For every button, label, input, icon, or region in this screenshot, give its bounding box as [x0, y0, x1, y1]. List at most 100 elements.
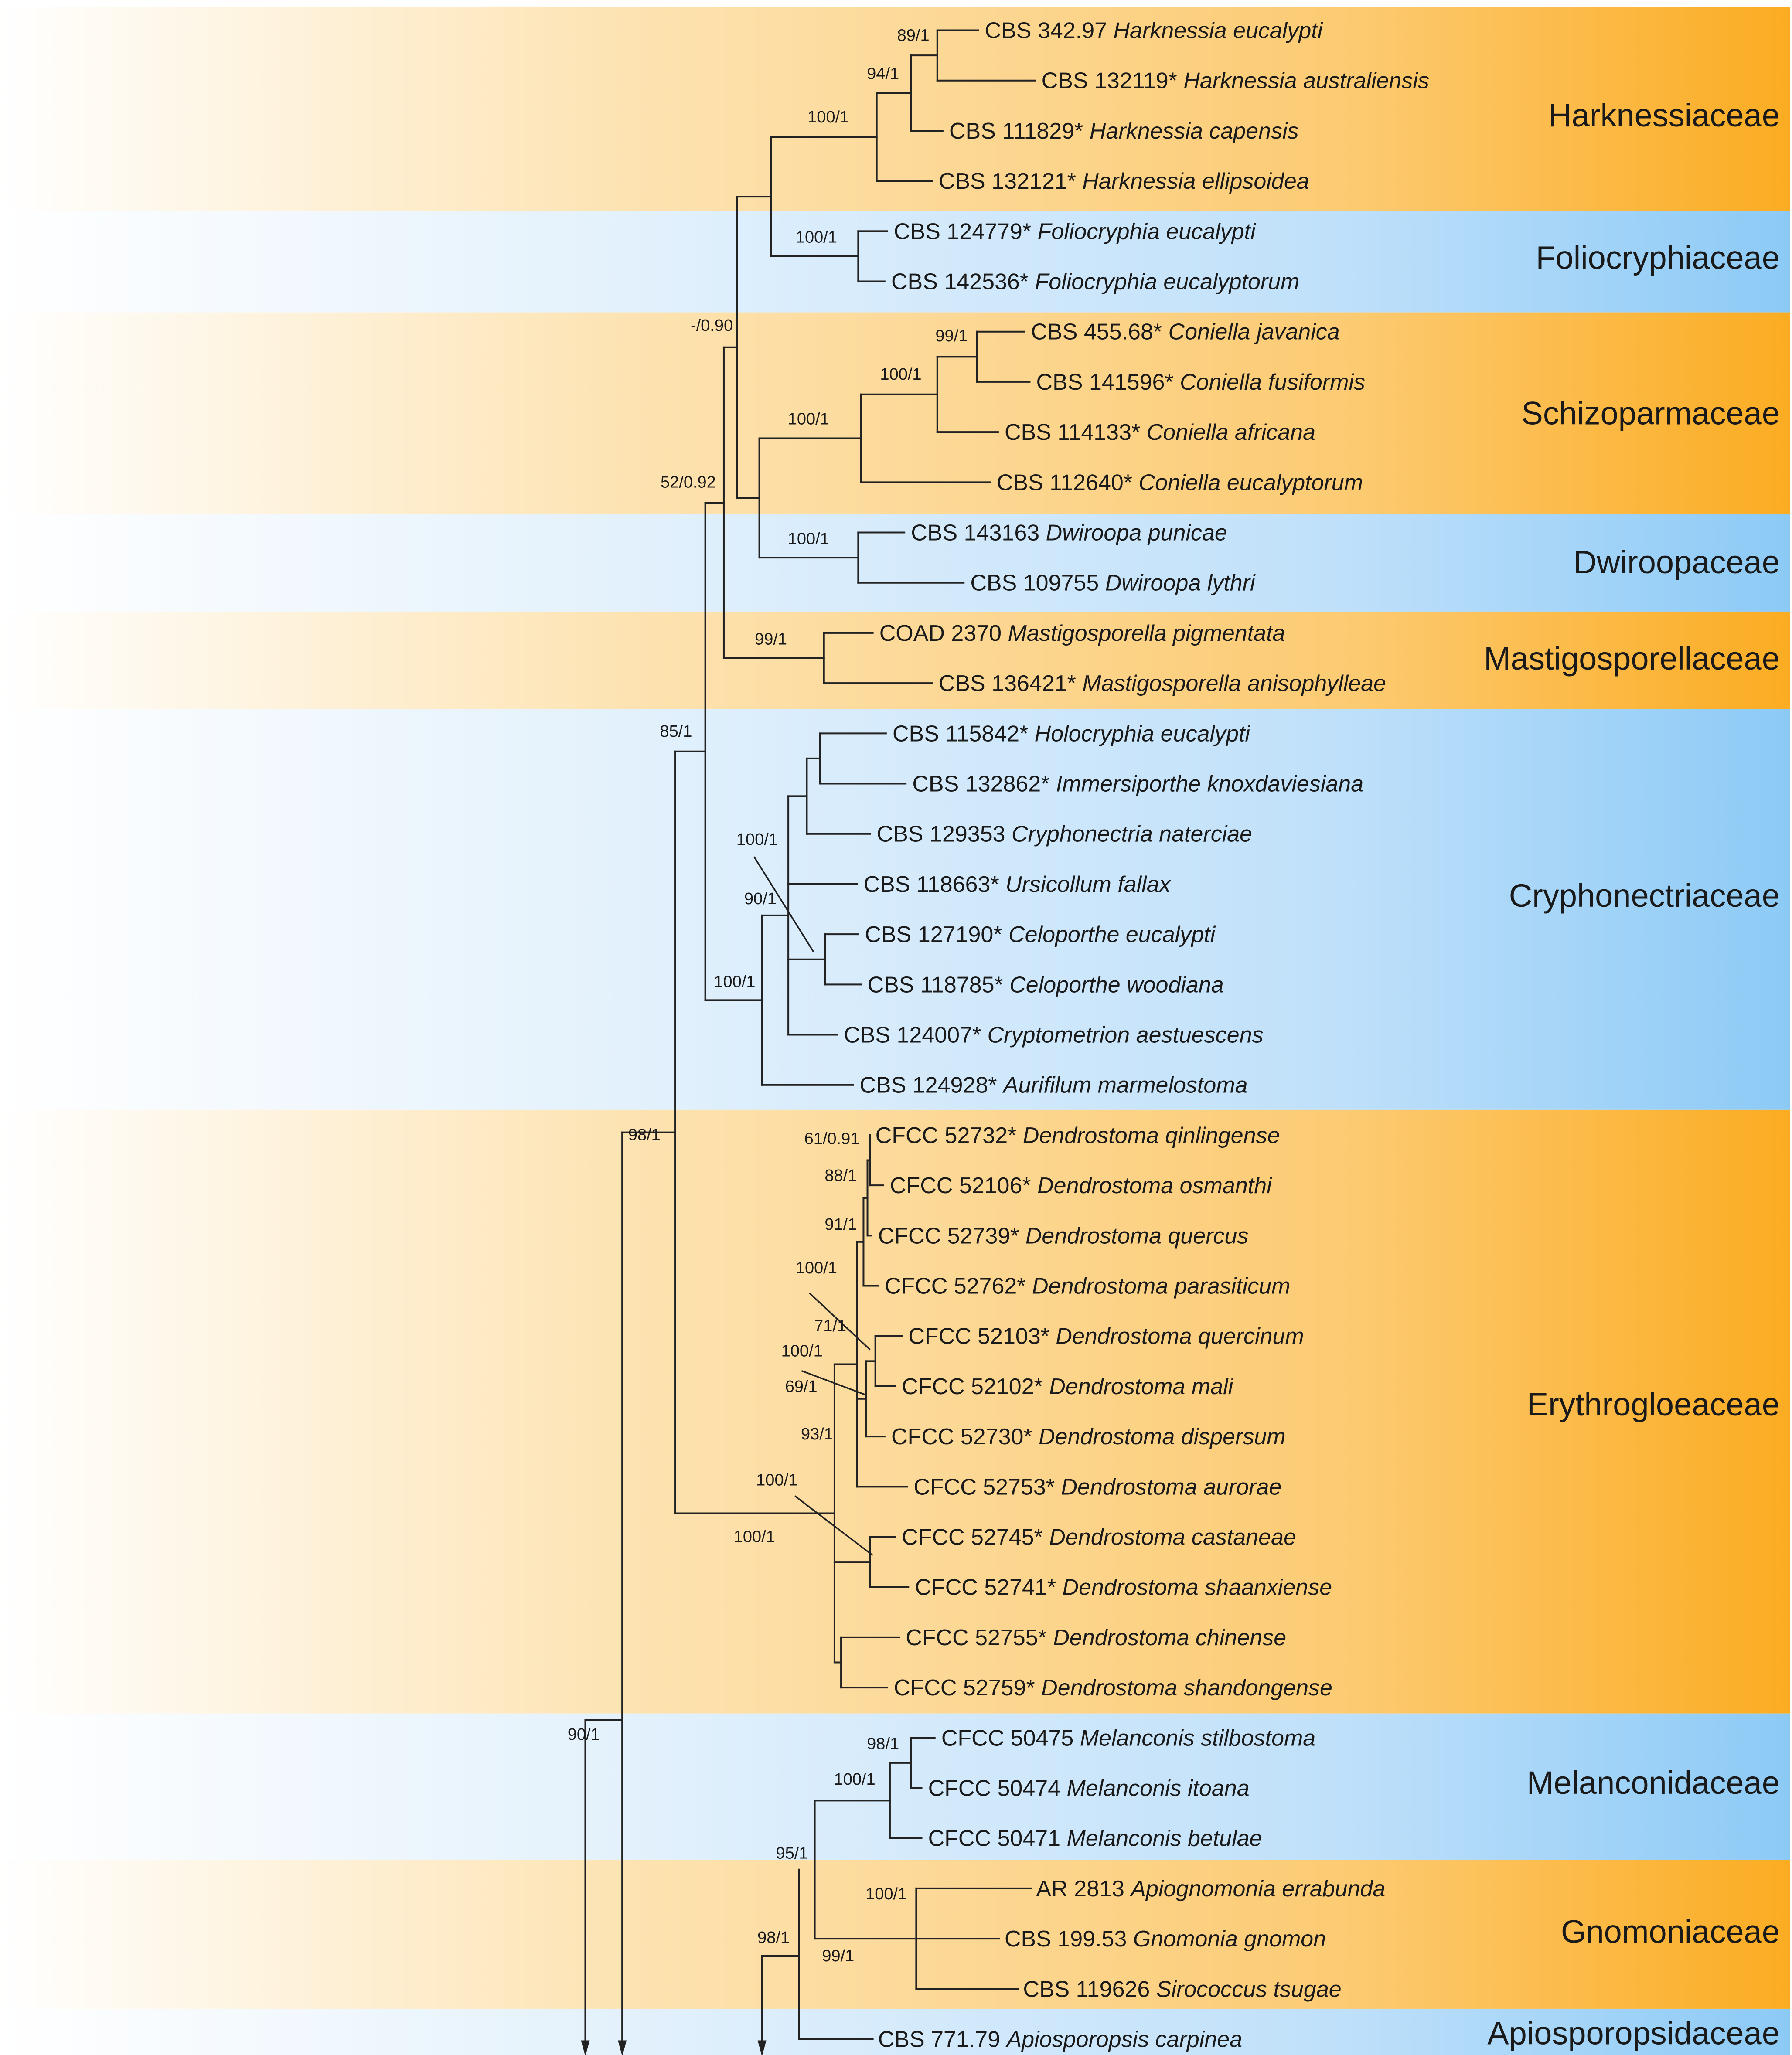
taxon-label: CBS 143163 Dwiroopa punicae — [911, 521, 1227, 546]
family-label-gnomoniaceae: Gnomoniaceae — [1561, 1914, 1780, 1950]
support-values: 89/1 94/1 100/1 100/1 -/0.90 99/1 100/1 100/1 52… — [568, 27, 968, 1965]
taxon-label: CBS 142536* Foliocryphia eucalyptorum — [891, 269, 1300, 295]
support-value: 94/1 — [867, 65, 899, 83]
taxon-label: CBS 115842* Holocryphia eucalypti — [893, 721, 1250, 746]
taxon-label: CBS 129353 Cryphonectria naterciae — [877, 822, 1252, 847]
taxon-label: CFCC 52745* Dendrostoma castaneae — [902, 1525, 1296, 1550]
taxon-label: CFCC 52739* Dendrostoma quercus — [878, 1223, 1249, 1249]
taxon-label: AR 2813 Apiognomonia errabunda — [1036, 1876, 1386, 1902]
support-value: 98/1 — [628, 1126, 661, 1144]
support-value: 100/1 — [880, 365, 921, 384]
taxon-label: CFCC 52759* Dendrostoma shandongense — [894, 1675, 1332, 1701]
taxon-label: CFCC 50471 Melanconis betulae — [928, 1826, 1262, 1851]
taxon-label: CFCC 52102* Dendrostoma mali — [902, 1374, 1234, 1399]
support-value: 99/1 — [935, 327, 968, 345]
support-value: 69/1 — [785, 1378, 818, 1396]
taxon-label: CFCC 52732* Dendrostoma qinlingense — [876, 1123, 1280, 1148]
support-value: 100/1 — [796, 1259, 837, 1277]
support-value: 98/1 — [867, 1735, 899, 1753]
taxon-label: CBS 124779* Foliocryphia eucalypti — [894, 219, 1256, 244]
taxon-label: CBS 112640* Coniella eucalyptorum — [997, 470, 1363, 495]
support-value: 88/1 — [824, 1167, 857, 1185]
family-bands — [0, 7, 1791, 2055]
taxon-label: CBS 455.68* Coniella javanica — [1031, 320, 1339, 345]
family-label-foliocryphiaceae: Foliocryphiaceae — [1536, 240, 1779, 276]
taxon-label: CBS 342.97 Harknessia eucalypti — [985, 18, 1323, 44]
support-value: 100/1 — [714, 973, 755, 991]
support-value: 61/0.91 — [804, 1130, 860, 1148]
support-value: 100/1 — [865, 1885, 907, 1903]
support-value: 99/1 — [822, 1947, 854, 1965]
taxon-label: CBS 199.53 Gnomonia gnomon — [1005, 1926, 1326, 1952]
taxon-label: CBS 132862* Immersiporthe knoxdaviesiana — [912, 772, 1363, 797]
support-value: 100/1 — [781, 1342, 823, 1360]
band-apiosporopsidaceae — [0, 2008, 1791, 2055]
band-foliocryphiaceae — [0, 211, 1791, 313]
taxon-label: CFCC 52106* Dendrostoma osmanthi — [890, 1173, 1272, 1198]
taxon-label: CFCC 52762* Dendrostoma parasiticum — [885, 1274, 1291, 1299]
taxon-label: CBS 132119* Harknessia australiensis — [1042, 68, 1429, 94]
taxon-label: CFCC 50475 Melanconis stilbostoma — [941, 1725, 1315, 1751]
family-labels: HarknessiaceaeFoliocryphiaceaeSchizoparm… — [1484, 97, 1780, 2051]
band-melanconidaceae — [0, 1713, 1791, 1860]
band-cryphonectriaceae — [0, 709, 1791, 1110]
taxon-label: CBS 114133* Coniella africana — [1005, 420, 1315, 445]
support-value: 52/0.92 — [661, 473, 716, 492]
band-mastigosporellaceae — [0, 611, 1791, 709]
taxon-label: CBS 141596* Coniella fusiformis — [1036, 370, 1365, 395]
support-value: 99/1 — [755, 630, 787, 649]
support-value: 100/1 — [736, 830, 778, 849]
support-value: 91/1 — [824, 1215, 857, 1234]
taxon-label: COAD 2370 Mastigosporella pigmentata — [879, 621, 1285, 646]
taxon-label: CBS 132121* Harknessia ellipsoidea — [939, 169, 1309, 194]
support-value: 95/1 — [776, 1844, 808, 1862]
band-erythrogloeaceae — [0, 1109, 1791, 1714]
support-value: 98/1 — [757, 1929, 790, 1947]
support-value: 100/1 — [734, 1528, 775, 1546]
support-value: -/0.90 — [691, 316, 733, 335]
taxon-label: CBS 119626 Sirococcus tsugae — [1023, 1977, 1341, 2002]
taxon-label: CFCC 52755* Dendrostoma chinense — [906, 1625, 1286, 1650]
taxon-label: CBS 109755 Dwiroopa lythri — [970, 571, 1256, 596]
family-label-cryphonectriaceae: Cryphonectriaceae — [1509, 878, 1780, 914]
band-schizoparmaceae — [0, 312, 1791, 514]
support-value: 71/1 — [814, 1317, 846, 1335]
support-value: 100/1 — [834, 1770, 876, 1789]
family-label-erythrogloeaceae: Erythrogloeaceae — [1527, 1386, 1780, 1422]
taxon-label: CFCC 52103* Dendrostoma quercinum — [908, 1324, 1304, 1349]
taxon-label: CBS 124928* Aurifilum marmelostoma — [859, 1073, 1247, 1098]
support-value: 100/1 — [807, 108, 849, 126]
taxon-label: CBS 127190* Celoporthe eucalypti — [865, 922, 1216, 947]
family-label-schizoparmaceae: Schizoparmaceae — [1522, 395, 1780, 431]
support-value: 100/1 — [756, 1471, 797, 1490]
taxon-label: CFCC 52753* Dendrostoma aurorae — [913, 1474, 1281, 1500]
support-value: 89/1 — [897, 27, 930, 45]
taxon-label: CBS 118785* Celoporthe woodiana — [868, 972, 1224, 997]
taxon-label: CBS 118663* Ursicollum fallax — [863, 872, 1171, 897]
family-label-melanconidaceae: Melanconidaceae — [1527, 1765, 1780, 1801]
taxon-label: CBS 111829* Harknessia capensis — [949, 119, 1299, 144]
taxon-label: CBS 124007* Cryptometrion aestuescens — [844, 1023, 1264, 1048]
support-value: 85/1 — [660, 722, 692, 741]
support-value: 100/1 — [796, 228, 837, 246]
family-label-dwiroopaceae: Dwiroopaceae — [1574, 544, 1780, 580]
support-value: 90/1 — [568, 1725, 600, 1744]
family-label-apiosporopsidaceae: Apiosporopsidaceae — [1487, 2015, 1780, 2051]
taxon-label: CBS 771.79 Apiosporopsis carpinea — [878, 2027, 1242, 2052]
support-value: 100/1 — [788, 530, 829, 548]
support-value: 100/1 — [788, 410, 829, 429]
taxon-label: CFCC 52741* Dendrostoma shaanxiense — [915, 1575, 1332, 1600]
taxon-label: CBS 136421* Mastigosporella anisophyllea… — [939, 671, 1386, 696]
band-gnomoniaceae — [0, 1860, 1791, 2009]
support-value: 93/1 — [801, 1425, 833, 1443]
taxon-label: CFCC 50474 Melanconis itoana — [928, 1776, 1250, 1801]
band-harknessiaceae — [0, 7, 1791, 211]
family-label-harknessiaceae: Harknessiaceae — [1548, 97, 1780, 133]
support-value: 90/1 — [744, 890, 777, 908]
band-dwiroopaceae — [0, 514, 1791, 612]
tree-branches — [581, 29, 1036, 2055]
taxon-label: CFCC 52730* Dendrostoma dispersum — [891, 1424, 1286, 1449]
family-label-mastigosporellaceae: Mastigosporellaceae — [1484, 640, 1780, 677]
